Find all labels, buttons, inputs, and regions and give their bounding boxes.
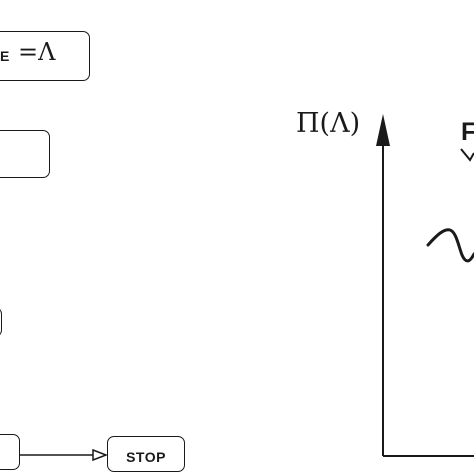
- stop-label: STOP: [126, 449, 166, 465]
- pointer-arrow: [460, 148, 474, 162]
- lambda-box-prefix: E: [0, 48, 10, 64]
- final-process-box: [0, 434, 20, 470]
- y-axis-label: Π(Λ): [296, 108, 361, 139]
- connector-arrowhead: [92, 448, 109, 462]
- stop-box: [107, 436, 185, 472]
- wave-curve: [426, 228, 474, 263]
- lambda-box-expression: =Λ: [18, 38, 56, 66]
- marker-letter: F: [461, 118, 474, 146]
- lambda-process-box: [0, 31, 90, 81]
- y-axis-arrowhead: [376, 114, 390, 146]
- process-box: [0, 130, 50, 178]
